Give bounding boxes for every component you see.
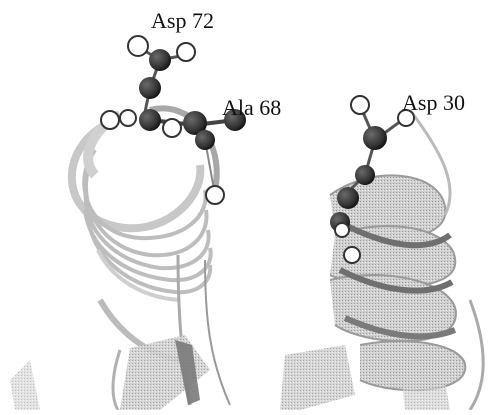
asp30-label: Asp 30 bbox=[402, 92, 465, 114]
right-sheet bbox=[280, 345, 355, 410]
ala68-residue bbox=[101, 109, 246, 204]
asp72-label: Asp 72 bbox=[151, 10, 214, 32]
ala68-label: Ala 68 bbox=[222, 97, 281, 119]
asp72-side-chain bbox=[128, 36, 195, 112]
